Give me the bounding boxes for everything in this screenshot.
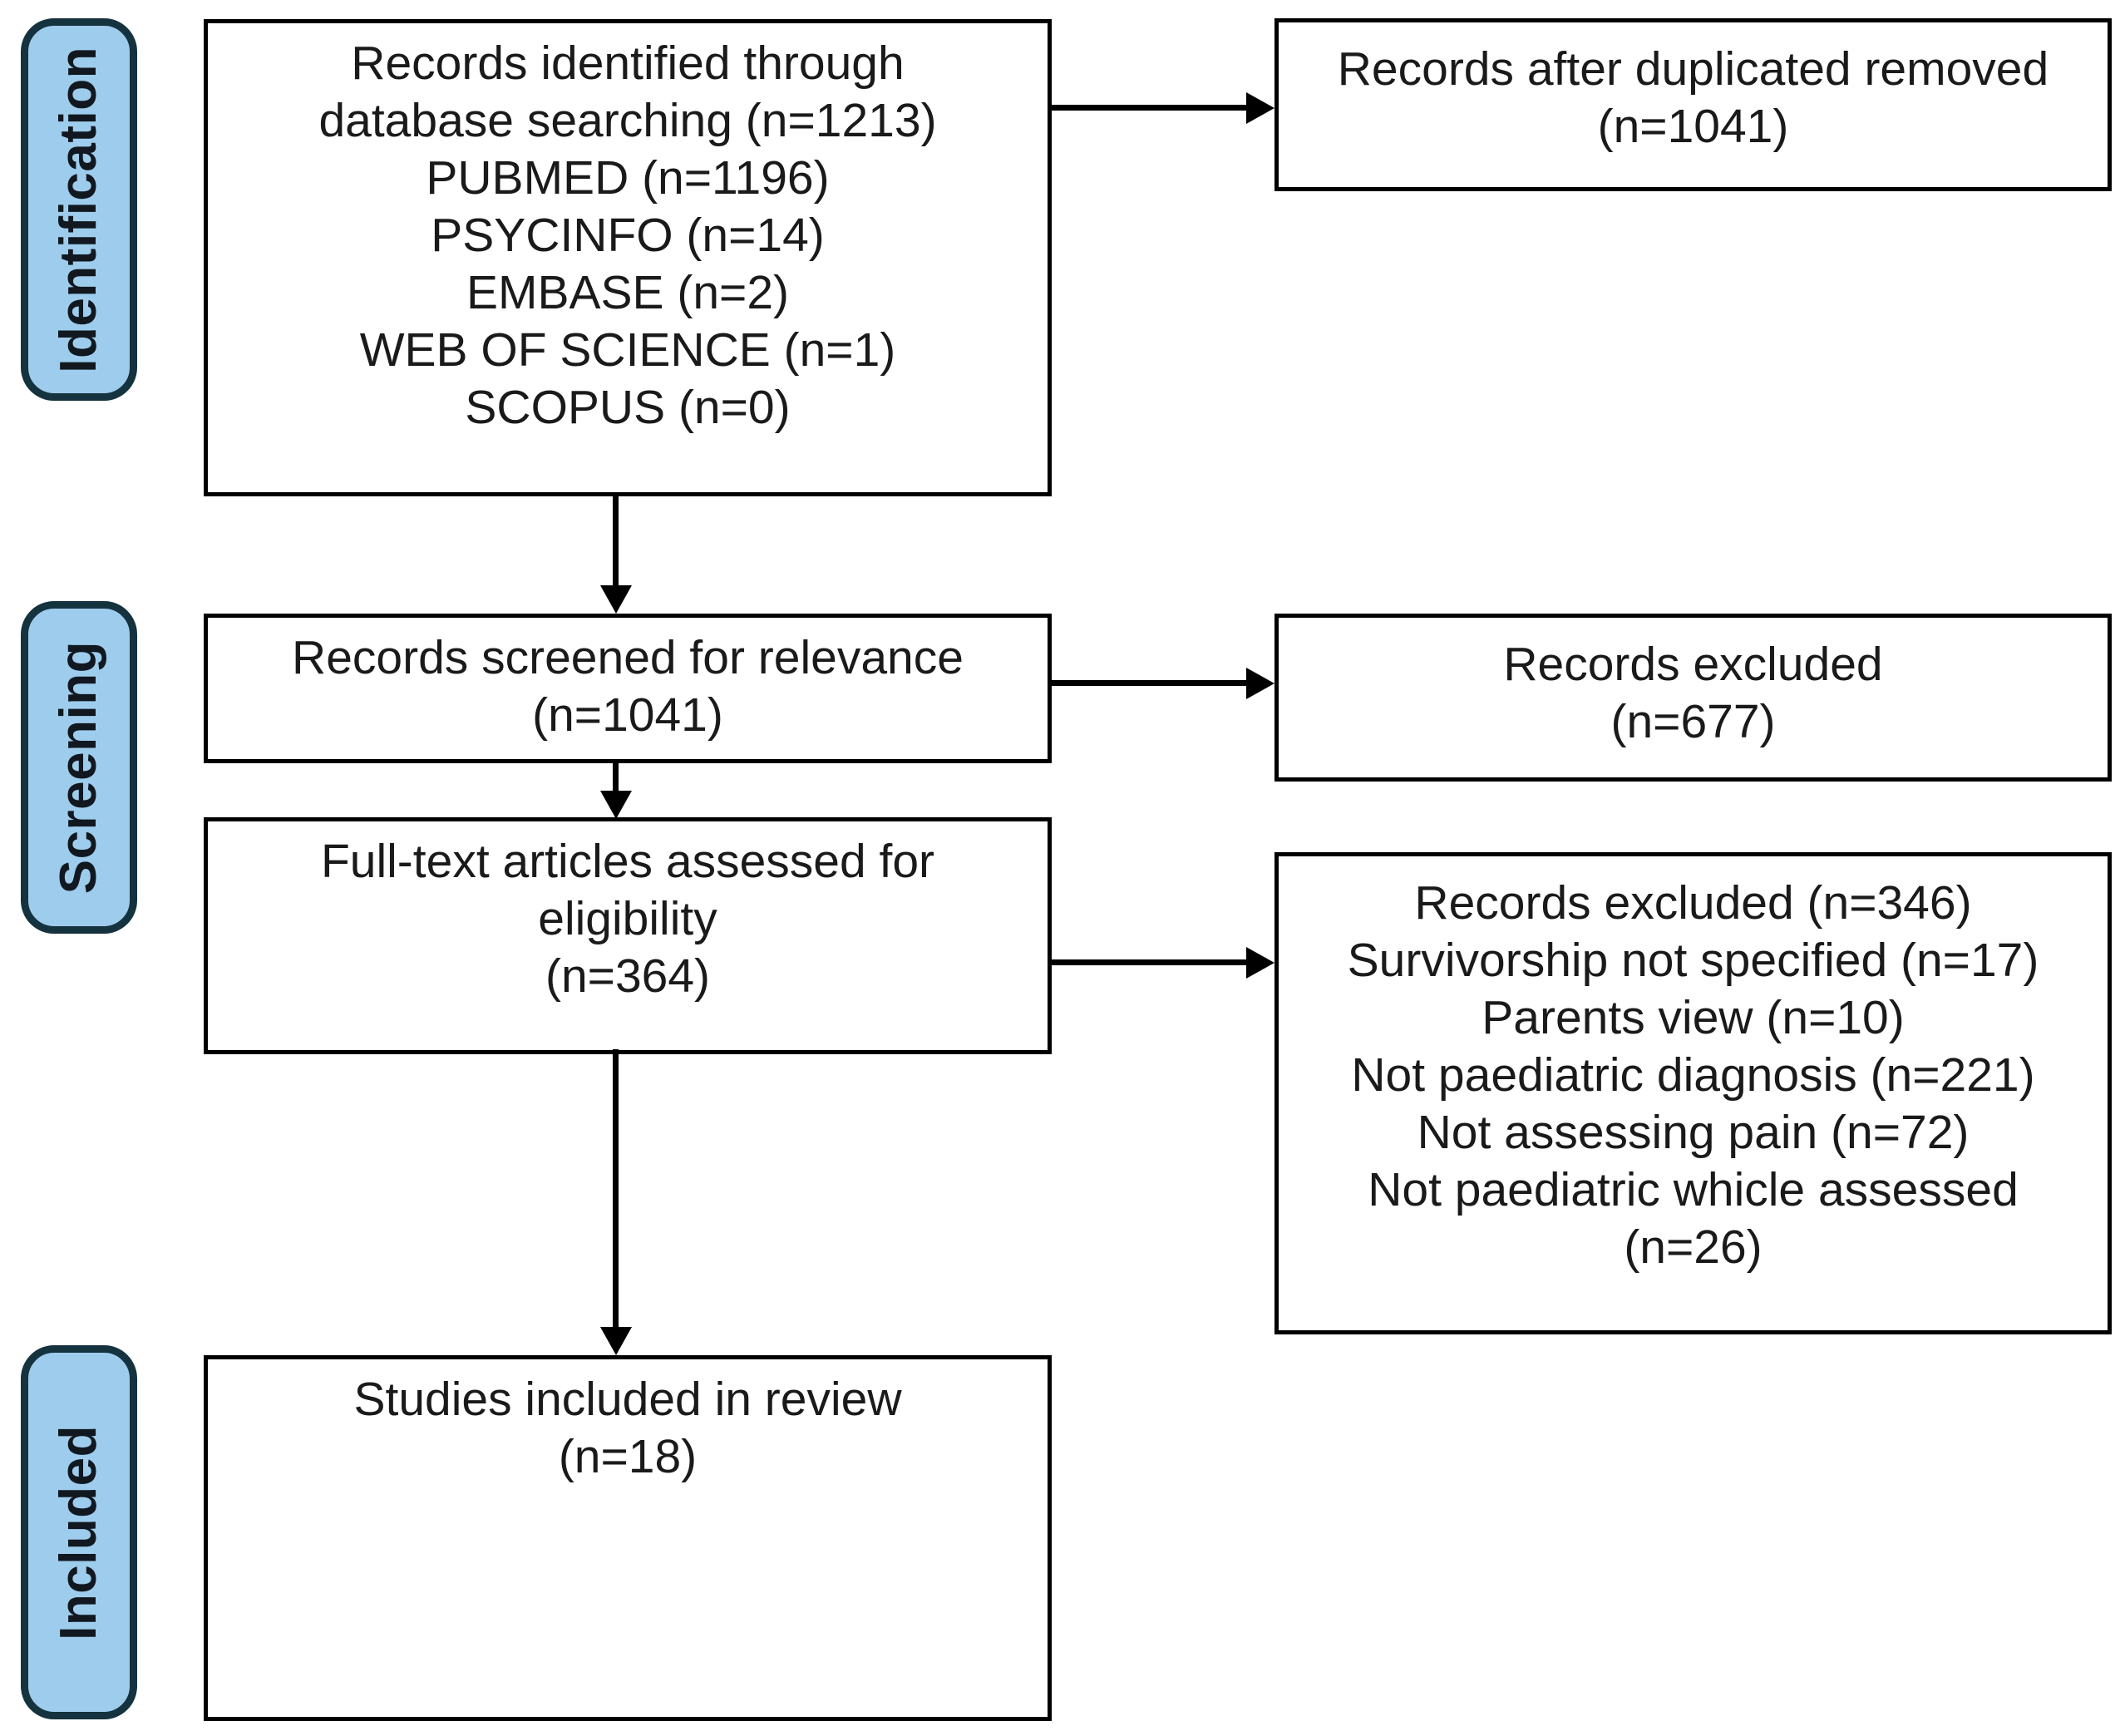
- box-line: Records excluded: [1503, 638, 1883, 691]
- box-line: WEB OF SCIENCE (n=1): [359, 323, 896, 377]
- phase-pill-included: Included: [21, 1345, 137, 1719]
- box-line: PUBMED (n=1196): [426, 150, 830, 205]
- box-line: Records after duplicated removed: [1337, 42, 2049, 96]
- box-line: SCOPUS (n=0): [465, 380, 791, 434]
- box-line: Not paediatric whicle assessed: [1368, 1162, 2019, 1216]
- box-line: EMBASE (n=2): [466, 265, 790, 319]
- box-records-excluded-eligibility: Records excluded (n=346) Survivorship no…: [1274, 852, 2112, 1334]
- box-line: Records identified through: [351, 37, 905, 90]
- box-line: (n=26): [1624, 1220, 1763, 1274]
- phase-pill-screening: Screening: [21, 601, 137, 934]
- phase-pill-identification: Identification: [21, 18, 137, 401]
- box-line: Not paediatric diagnosis (n=221): [1351, 1048, 2035, 1102]
- box-line: eligibility: [538, 891, 717, 945]
- box-line: (n=1041): [1597, 99, 1789, 153]
- box-line: (n=1041): [532, 688, 723, 742]
- box-line: (n=18): [558, 1429, 698, 1483]
- box-line: (n=677): [1610, 694, 1776, 748]
- box-line: Studies included in review: [353, 1373, 902, 1426]
- phase-label-identification: Identification: [50, 46, 107, 373]
- box-line: Records screened for relevance: [292, 631, 964, 684]
- box-studies-included: Studies included in review (n=18): [204, 1355, 1052, 1721]
- box-records-identified: Records identified through database sear…: [204, 19, 1052, 496]
- box-line: Parents view (n=10): [1482, 990, 1905, 1044]
- box-records-excluded-screening: Records excluded (n=677): [1274, 614, 2112, 782]
- box-full-text-assessed: Full-text articles assessed for eligibil…: [204, 817, 1052, 1054]
- box-records-after-duplicates-removed: Records after duplicated removed (n=1041…: [1274, 18, 2112, 191]
- box-line: Full-text articles assessed for: [320, 835, 935, 888]
- box-line: database searching (n=1213): [318, 93, 937, 147]
- box-line: Records excluded (n=346): [1414, 876, 1972, 930]
- box-line: (n=364): [545, 949, 711, 1003]
- box-line: Survivorship not specified (n=17): [1347, 933, 2039, 987]
- box-records-screened: Records screened for relevance (n=1041): [204, 614, 1052, 763]
- box-line: PSYCINFO (n=14): [431, 208, 825, 262]
- box-line: Not assessing pain (n=72): [1417, 1105, 1970, 1159]
- phase-label-screening: Screening: [50, 640, 107, 895]
- phase-label-included: Included: [50, 1424, 107, 1640]
